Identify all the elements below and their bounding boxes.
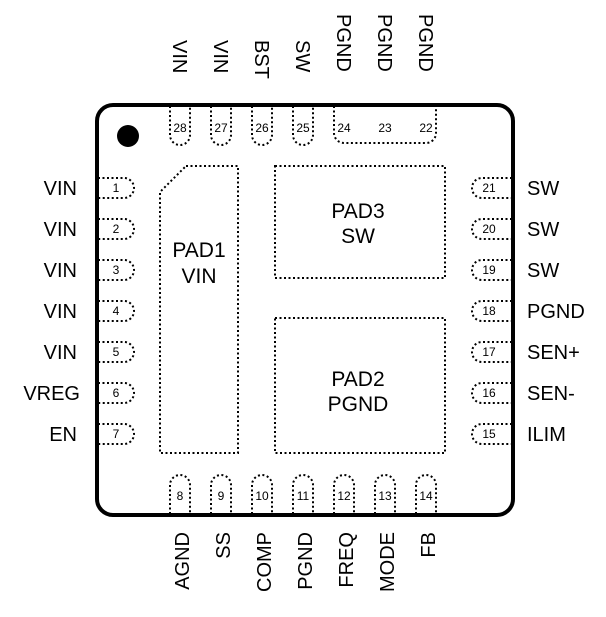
svg-text:VIN: VIN — [209, 40, 231, 73]
pin-16: 16 SEN- — [471, 382, 575, 405]
svg-text:SW: SW — [527, 260, 559, 282]
svg-text:MODE: MODE — [377, 532, 399, 592]
svg-text:VREG: VREG — [23, 383, 80, 405]
svg-text:ILIM: ILIM — [527, 424, 566, 446]
pin-9: 9 SS — [210, 474, 235, 559]
svg-text:SW: SW — [527, 178, 559, 200]
pin-14: 14 FB — [415, 474, 440, 558]
svg-text:VIN: VIN — [44, 301, 77, 323]
svg-text:16: 16 — [482, 386, 496, 400]
pin-18: 18 PGND — [471, 300, 585, 323]
pad3-label: PAD3 — [331, 200, 384, 223]
pin-10: 10 COMP — [251, 474, 276, 592]
pad2-net: PGND — [328, 393, 389, 416]
pin-26: 26 BST — [250, 40, 273, 146]
svg-text:PGND: PGND — [373, 14, 395, 72]
svg-text:2: 2 — [113, 222, 120, 236]
svg-text:SEN+: SEN+ — [527, 342, 580, 364]
svg-text:COMP: COMP — [254, 532, 276, 592]
svg-text:1: 1 — [113, 181, 120, 195]
pin-1: 1 VIN — [44, 177, 135, 200]
svg-text:AGND: AGND — [172, 532, 194, 590]
package-body — [95, 103, 515, 517]
svg-text:18: 18 — [482, 304, 496, 318]
pin-11: 11 PGND — [292, 474, 317, 590]
svg-text:27: 27 — [214, 121, 228, 135]
svg-text:PGND: PGND — [295, 532, 317, 590]
svg-text:28: 28 — [173, 121, 187, 135]
pin-22: 22 PGND — [414, 14, 436, 135]
pin-4: 4 VIN — [44, 300, 135, 323]
svg-text:22: 22 — [419, 121, 433, 135]
svg-text:BST: BST — [250, 40, 272, 79]
pin-8: 8 AGND — [169, 474, 194, 590]
pad1-net: VIN — [181, 265, 216, 288]
svg-text:VIN: VIN — [44, 219, 77, 241]
svg-text:12: 12 — [337, 489, 351, 503]
pad1-label: PAD1 — [172, 239, 225, 262]
svg-text:17: 17 — [482, 345, 496, 359]
pad3-net: SW — [341, 225, 375, 248]
pin-20: 20 SW — [471, 218, 559, 241]
pad1-outline — [159, 165, 239, 454]
pin-7: 7 EN — [49, 423, 135, 446]
svg-text:26: 26 — [255, 121, 269, 135]
pin1-indicator-dot — [117, 125, 139, 147]
svg-text:EN: EN — [49, 424, 77, 446]
svg-text:SEN-: SEN- — [527, 383, 575, 405]
svg-text:SW: SW — [527, 219, 559, 241]
svg-text:VIN: VIN — [168, 40, 190, 73]
svg-text:VIN: VIN — [44, 178, 77, 200]
pin-25: 25 SW — [291, 40, 314, 146]
svg-text:21: 21 — [482, 181, 496, 195]
pin-17: 17 SEN+ — [471, 341, 580, 364]
svg-text:PGND: PGND — [527, 301, 585, 323]
pin-19: 19 SW — [471, 259, 559, 282]
pin-6: 6 VREG — [23, 382, 135, 405]
svg-text:20: 20 — [482, 222, 496, 236]
pin-24: 24 PGND — [332, 14, 354, 135]
svg-text:19: 19 — [482, 263, 496, 277]
svg-text:25: 25 — [296, 121, 310, 135]
pin-28: 28 VIN — [168, 40, 191, 146]
pin-13: 13 MODE — [374, 474, 399, 592]
svg-text:23: 23 — [378, 121, 392, 135]
svg-text:VIN: VIN — [44, 342, 77, 364]
svg-text:SS: SS — [213, 532, 235, 559]
svg-text:10: 10 — [255, 489, 269, 503]
svg-text:FB: FB — [418, 532, 440, 558]
svg-text:6: 6 — [113, 386, 120, 400]
svg-text:VIN: VIN — [44, 260, 77, 282]
svg-text:4: 4 — [113, 304, 120, 318]
pin-5: 5 VIN — [44, 341, 135, 364]
svg-text:5: 5 — [113, 345, 120, 359]
svg-text:15: 15 — [482, 427, 496, 441]
pin-2: 2 VIN — [44, 218, 135, 241]
svg-text:FREQ: FREQ — [336, 532, 358, 588]
svg-text:SW: SW — [291, 40, 313, 72]
svg-text:14: 14 — [419, 489, 433, 503]
svg-text:11: 11 — [297, 489, 310, 503]
pin-15: 15 ILIM — [471, 423, 566, 446]
svg-text:PGND: PGND — [414, 14, 436, 72]
pin-3: 3 VIN — [44, 259, 135, 282]
svg-text:3: 3 — [113, 263, 120, 277]
pad2-label: PAD2 — [331, 368, 384, 391]
svg-text:7: 7 — [113, 427, 120, 441]
pin-12: 12 FREQ — [333, 474, 358, 588]
svg-text:8: 8 — [177, 489, 184, 503]
svg-text:24: 24 — [337, 121, 351, 135]
pin-23: 23 PGND — [373, 14, 395, 135]
svg-text:9: 9 — [218, 489, 225, 503]
pin-27: 27 VIN — [209, 40, 232, 146]
svg-text:13: 13 — [378, 489, 392, 503]
pin-21: 21 SW — [471, 177, 559, 200]
pad3-outline — [274, 165, 446, 279]
svg-text:PGND: PGND — [332, 14, 354, 72]
